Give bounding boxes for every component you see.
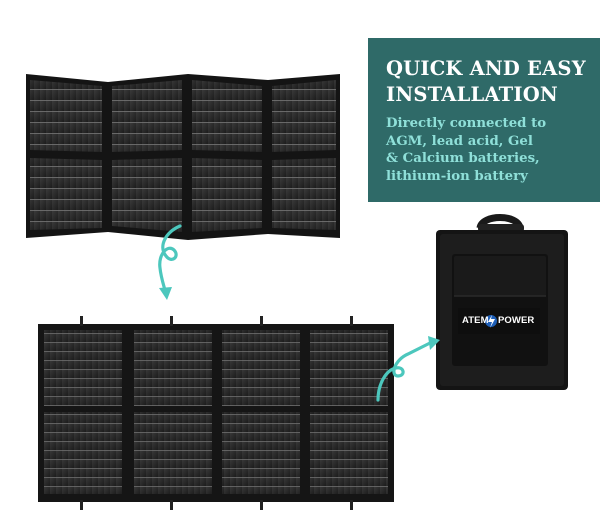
right-arrow-icon — [372, 334, 442, 404]
folded-solar-panel-image — [22, 68, 344, 246]
bag-brand-left: ATEM — [462, 315, 489, 326]
bag-brand-logo: ATEM POWER — [460, 314, 540, 330]
info-title-line-1: QUICK AND EASY — [386, 57, 586, 80]
info-body-line-4: lithium-ion battery — [386, 168, 528, 184]
info-body-line-1: Directly connected to — [386, 116, 547, 131]
carry-bag-image: ATEM POWER — [432, 210, 572, 392]
unfolded-solar-panel-image — [38, 316, 394, 510]
info-body: Directly connected to AGM, lead acid, Ge… — [386, 115, 586, 185]
folded-panel-graphic — [26, 74, 340, 240]
info-body-line-3: & Calcium batteries, — [386, 151, 540, 166]
info-title-line-2: INSTALLATION — [386, 83, 558, 106]
info-box: QUICK AND EASY INSTALLATION Directly con… — [368, 38, 600, 202]
bag-brand-right: POWER — [498, 315, 535, 326]
info-body-line-2: AGM, lead acid, Gel — [386, 133, 533, 149]
info-title: QUICK AND EASY INSTALLATION — [386, 56, 586, 108]
down-arrow-icon — [150, 222, 190, 302]
unfolded-panel-graphic — [38, 316, 394, 510]
